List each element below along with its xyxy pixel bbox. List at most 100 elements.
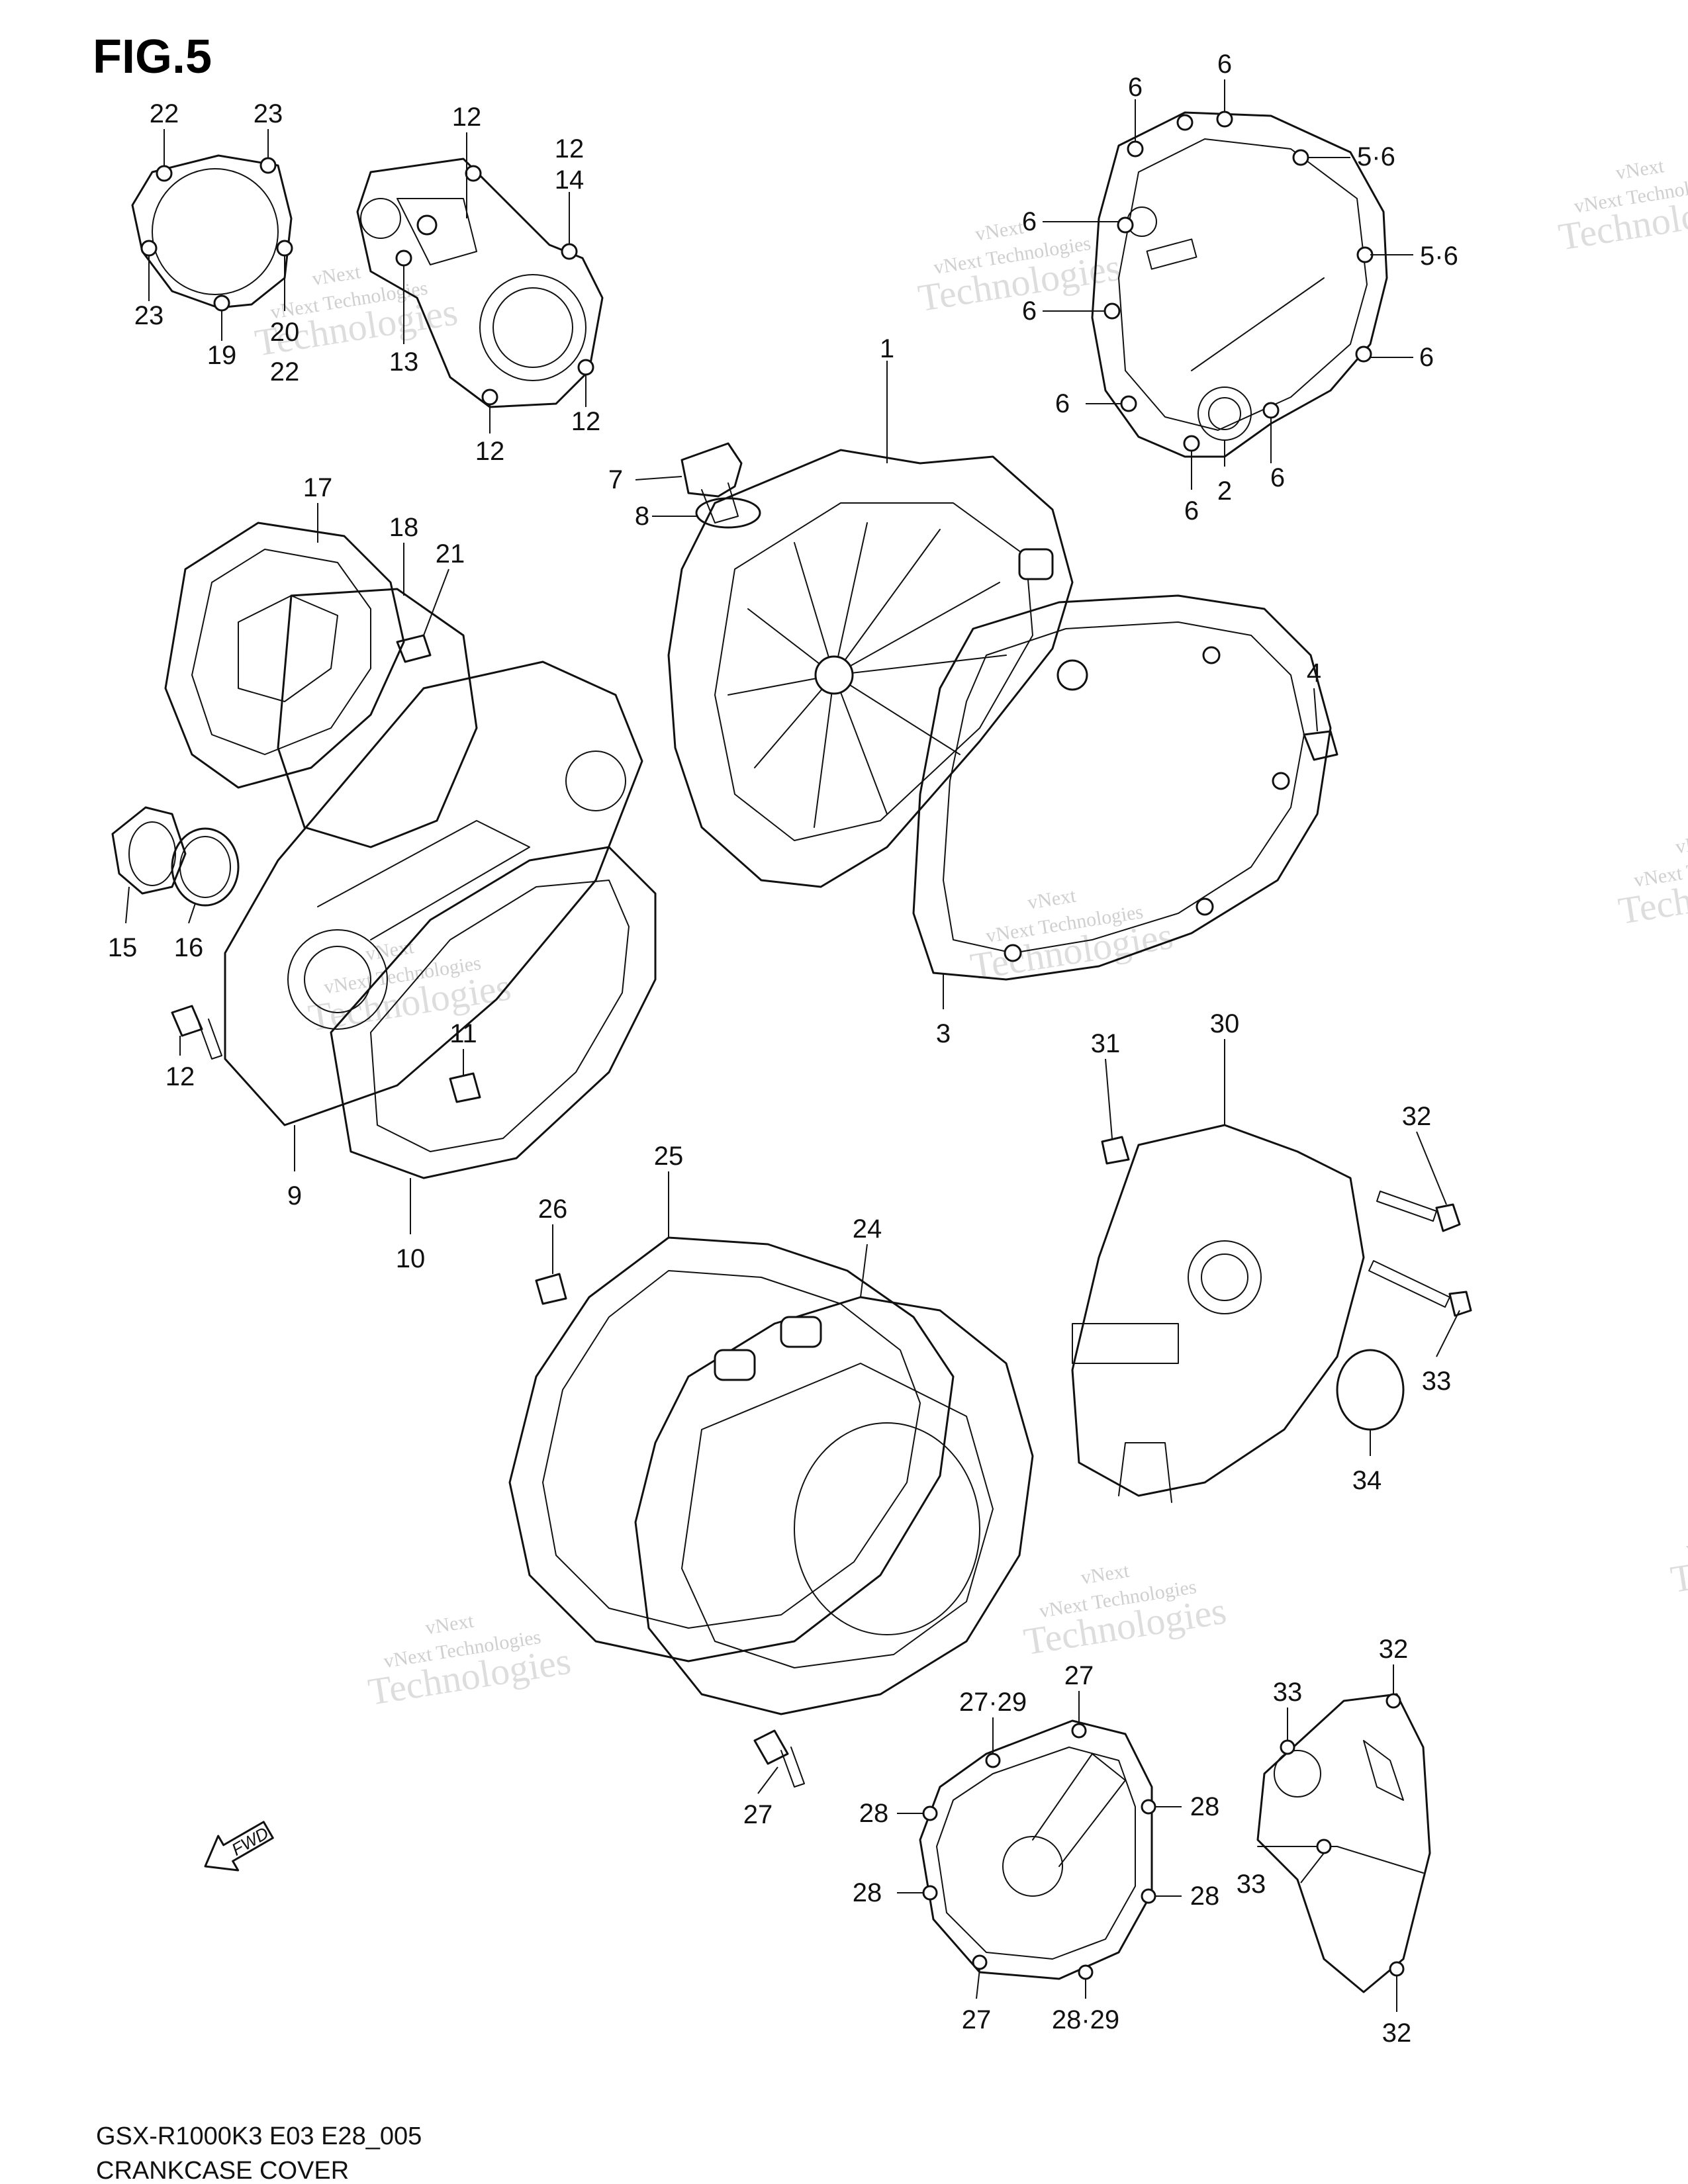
callout-28: 28: [853, 1878, 882, 1907]
callout-18: 18: [389, 513, 419, 542]
part-left-cover-17: [164, 522, 405, 789]
callout-6: 6: [1022, 207, 1037, 236]
callout-13: 13: [389, 347, 419, 377]
part-bolt-33: [1368, 1260, 1472, 1317]
part-gasket-25: [508, 1236, 955, 1662]
callout-22: 22: [150, 99, 179, 128]
callout-28: 28: [1190, 1792, 1220, 1821]
watermark-text: vNext Technologies: [1685, 1514, 1688, 1560]
callout-27-29: 27·29: [959, 1688, 1027, 1717]
callout-33: 33: [1237, 1870, 1266, 1899]
callout-27: 27: [962, 2005, 992, 2034]
watermark-text: vNext: [1674, 829, 1688, 858]
watermark-text: vNext: [1080, 1560, 1131, 1589]
watermark-text: vNext: [424, 1610, 475, 1639]
part-cover-9: [224, 660, 643, 1126]
callout-6: 6: [1055, 389, 1070, 418]
callout-26: 26: [538, 1195, 568, 1224]
callout-1: 1: [880, 334, 894, 363]
part-dowel-31: [1101, 1136, 1130, 1165]
part-side-cover: [1256, 1693, 1431, 1993]
part-dowel-21: [396, 634, 432, 663]
part-gasket-10: [330, 846, 657, 1179]
watermark-text: vNext: [1026, 885, 1078, 914]
callout-15: 15: [108, 933, 138, 962]
part-dowel-26: [535, 1273, 567, 1305]
part-bolt-27: [753, 1729, 805, 1788]
part-bracket-30: [1071, 1124, 1365, 1503]
callout-27: 27: [743, 1800, 773, 1829]
callout-6: 6: [1128, 73, 1143, 102]
callout-33: 33: [1273, 1678, 1303, 1707]
footer-part-name: CRANKCASE COVER: [96, 2157, 349, 2184]
callout-23: 23: [254, 99, 283, 128]
callout-7: 7: [608, 465, 623, 494]
callout-22: 22: [270, 357, 300, 387]
callout-9: 9: [287, 1181, 302, 1210]
callout-5-6: 5·6: [1357, 142, 1395, 171]
callout-33: 33: [1422, 1367, 1452, 1396]
part-small-cover: [131, 154, 293, 312]
leader-lines: [125, 79, 1460, 2012]
callout-24: 24: [853, 1214, 882, 1244]
callout-34: 34: [1352, 1466, 1382, 1495]
callout-27: 27: [1064, 1661, 1094, 1690]
callout-6: 6: [1270, 463, 1285, 492]
fwd-arrow-icon: FWD: [204, 1821, 274, 1872]
callout-10: 10: [396, 1244, 426, 1273]
callout-12: 12: [571, 407, 601, 436]
callout-8: 8: [635, 502, 649, 531]
part-dowel-11: [449, 1072, 481, 1103]
part-main-cover: [667, 449, 1074, 888]
callout-17: 17: [303, 473, 333, 502]
callout-16: 16: [174, 933, 204, 962]
callout-23: 23: [134, 301, 164, 330]
callout-6: 6: [1022, 296, 1037, 326]
callout-28: 28: [859, 1799, 889, 1828]
part-bolt-12: [171, 1005, 222, 1060]
watermark-text: vNext: [364, 936, 416, 965]
part-seal-15: [111, 806, 187, 895]
part-stator-cover: [919, 1719, 1156, 1980]
watermark-text: vNext: [310, 261, 362, 290]
callout-12: 12: [165, 1062, 195, 1091]
callout-32: 32: [1379, 1635, 1409, 1664]
callout-3: 3: [936, 1019, 951, 1048]
watermark-text: vNext: [1614, 155, 1665, 184]
part-gasket-3: [912, 594, 1332, 981]
callout-6: 6: [1419, 343, 1434, 372]
callout-19: 19: [207, 341, 237, 370]
callout-25: 25: [654, 1142, 684, 1171]
callout-6: 6: [1217, 50, 1232, 79]
callout-28: 28: [1190, 1882, 1220, 1911]
callout-21: 21: [436, 539, 465, 569]
callout-5-6: 5·6: [1420, 242, 1458, 271]
footer-model-code: GSX-R1000K3 E03 E28_005: [96, 2122, 422, 2150]
callout-32: 32: [1382, 2019, 1412, 2048]
part-oring-16: [171, 827, 240, 907]
part-oil-plug: [680, 442, 761, 529]
callout-12: 12: [555, 134, 585, 163]
watermark-text: vNext: [974, 216, 1025, 245]
callout-4: 4: [1307, 659, 1321, 688]
part-clutch-cover: [1091, 111, 1388, 458]
callout-28-29: 28·29: [1052, 2005, 1119, 2034]
callout-30: 30: [1210, 1009, 1240, 1038]
part-dowel-4: [1303, 730, 1338, 761]
callout-31: 31: [1091, 1029, 1121, 1058]
callout-labels: 22 23 23 19 20 22 12 12 14 13 12 12 6 6 …: [108, 50, 1458, 2048]
callout-6: 6: [1184, 496, 1199, 525]
callout-20: 20: [270, 318, 300, 347]
part-cover-24: [634, 1296, 1034, 1715]
callout-11: 11: [449, 1019, 477, 1048]
callout-12: 12: [475, 437, 505, 466]
figure-title: FIG.5: [93, 30, 212, 83]
callout-14: 14: [555, 165, 585, 195]
part-cap-34: [1336, 1349, 1405, 1431]
part-gasket-18: [277, 588, 478, 848]
fwd-label: FWD: [228, 1823, 272, 1860]
callout-12: 12: [452, 103, 482, 132]
part-bolt-32: [1376, 1191, 1461, 1232]
callout-32: 32: [1402, 1102, 1432, 1131]
